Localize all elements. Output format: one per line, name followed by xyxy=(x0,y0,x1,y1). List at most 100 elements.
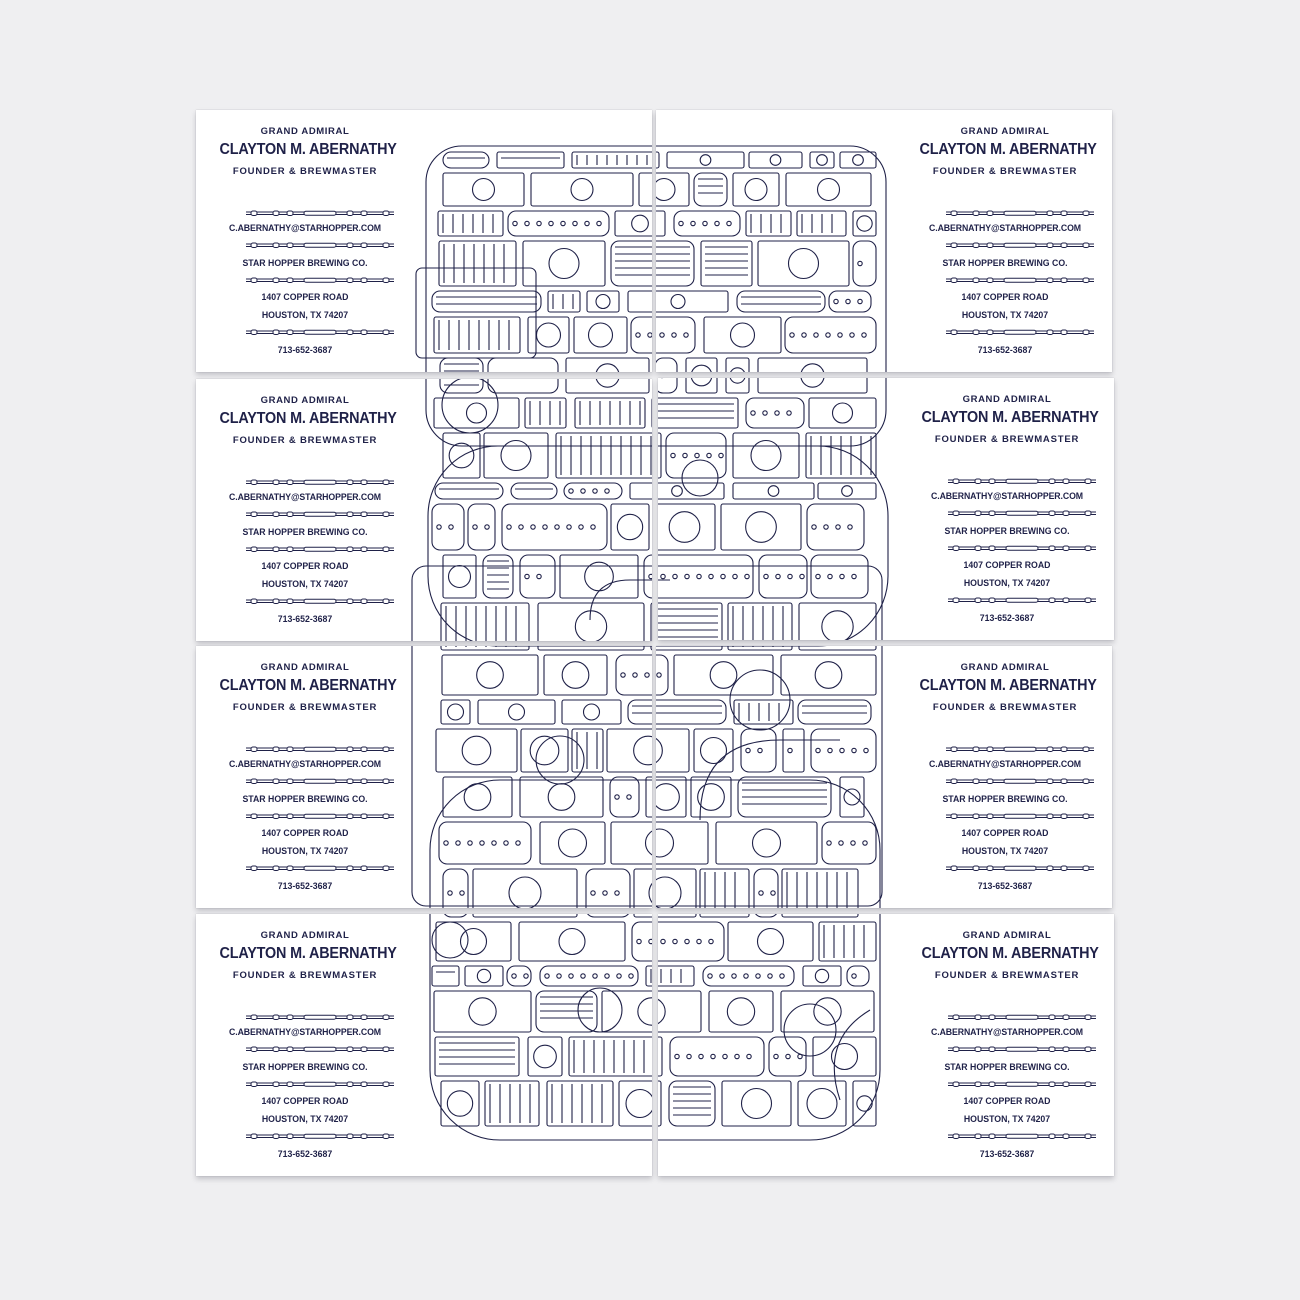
card-text-block: GRAND ADMIRAL CLAYTON M. ABERNATHY FOUND… xyxy=(210,379,400,641)
card-name: CLAYTON M. ABERNATHY xyxy=(219,410,397,427)
decorative-rule-icon xyxy=(948,478,1096,484)
decorative-rule-icon xyxy=(246,1014,394,1020)
decorative-rule-icon xyxy=(946,329,1094,335)
card-email: C.ABERNATHY@STARHOPPER.COM xyxy=(229,759,381,770)
card-phone: 713-652-3687 xyxy=(977,881,1033,892)
decorative-rule-icon xyxy=(246,546,394,552)
card-title: GRAND ADMIRAL xyxy=(260,930,350,941)
card-role: FOUNDER & BREWMASTER xyxy=(934,970,1080,981)
card-name: CLAYTON M. ABERNATHY xyxy=(219,141,397,158)
card-role: FOUNDER & BREWMASTER xyxy=(932,702,1078,713)
card-phone: 713-652-3687 xyxy=(979,613,1035,624)
card-name: CLAYTON M. ABERNATHY xyxy=(219,945,397,962)
business-card-right-1: GRAND ADMIRAL CLAYTON M. ABERNATHY FOUND… xyxy=(656,110,1112,372)
card-email: C.ABERNATHY@STARHOPPER.COM xyxy=(929,223,1081,234)
card-email: C.ABERNATHY@STARHOPPER.COM xyxy=(929,759,1081,770)
decorative-rule-icon xyxy=(246,511,394,517)
card-email: C.ABERNATHY@STARHOPPER.COM xyxy=(931,491,1083,502)
card-title: GRAND ADMIRAL xyxy=(962,930,1052,941)
decorative-rule-icon xyxy=(246,746,394,752)
card-company: STAR HOPPER BREWING CO. xyxy=(242,527,368,538)
card-city: HOUSTON, TX 74207 xyxy=(261,1114,349,1125)
card-title: GRAND ADMIRAL xyxy=(962,394,1052,405)
decorative-rule-icon xyxy=(948,510,1096,516)
card-name: CLAYTON M. ABERNATHY xyxy=(921,409,1099,426)
decorative-rule-icon xyxy=(946,813,1094,819)
card-text-block: GRAND ADMIRAL CLAYTON M. ABERNATHY FOUND… xyxy=(910,646,1100,908)
decorative-rule-icon xyxy=(948,1014,1096,1020)
card-company: STAR HOPPER BREWING CO. xyxy=(944,1062,1070,1073)
business-card-right-2: GRAND ADMIRAL CLAYTON M. ABERNATHY FOUND… xyxy=(658,378,1114,640)
card-title: GRAND ADMIRAL xyxy=(260,126,350,137)
decorative-rule-icon xyxy=(246,1046,394,1052)
decorative-rule-icon xyxy=(948,545,1096,551)
business-card-left-2: GRAND ADMIRAL CLAYTON M. ABERNATHY FOUND… xyxy=(196,379,652,641)
card-text-block: GRAND ADMIRAL CLAYTON M. ABERNATHY FOUND… xyxy=(910,110,1100,372)
card-name: CLAYTON M. ABERNATHY xyxy=(921,945,1099,962)
decorative-rule-icon xyxy=(948,1133,1096,1139)
card-city: HOUSTON, TX 74207 xyxy=(261,310,349,321)
card-city: HOUSTON, TX 74207 xyxy=(261,846,349,857)
decorative-rule-icon xyxy=(246,598,394,604)
card-company: STAR HOPPER BREWING CO. xyxy=(242,1062,368,1073)
card-street: 1407 COPPER ROAD xyxy=(961,828,1049,839)
decorative-rule-icon xyxy=(246,329,394,335)
card-role: FOUNDER & BREWMASTER xyxy=(232,970,378,981)
card-company: STAR HOPPER BREWING CO. xyxy=(942,794,1068,805)
card-city: HOUSTON, TX 74207 xyxy=(961,846,1049,857)
card-city: HOUSTON, TX 74207 xyxy=(963,578,1051,589)
card-title: GRAND ADMIRAL xyxy=(960,126,1050,137)
business-card-left-4: GRAND ADMIRAL CLAYTON M. ABERNATHY FOUND… xyxy=(196,914,652,1176)
card-street: 1407 COPPER ROAD xyxy=(963,1096,1051,1107)
card-text-block: GRAND ADMIRAL CLAYTON M. ABERNATHY FOUND… xyxy=(210,110,400,372)
decorative-rule-icon xyxy=(246,479,394,485)
card-role: FOUNDER & BREWMASTER xyxy=(232,435,378,446)
card-role: FOUNDER & BREWMASTER xyxy=(232,702,378,713)
decorative-rule-icon xyxy=(246,1133,394,1139)
decorative-rule-icon xyxy=(246,1081,394,1087)
card-phone: 713-652-3687 xyxy=(979,1149,1035,1160)
card-role: FOUNDER & BREWMASTER xyxy=(232,166,378,177)
card-phone: 713-652-3687 xyxy=(277,1149,333,1160)
decorative-rule-icon xyxy=(246,242,394,248)
card-company: STAR HOPPER BREWING CO. xyxy=(242,794,368,805)
business-card-right-3: GRAND ADMIRAL CLAYTON M. ABERNATHY FOUND… xyxy=(656,646,1112,908)
card-street: 1407 COPPER ROAD xyxy=(261,828,349,839)
card-role: FOUNDER & BREWMASTER xyxy=(934,434,1080,445)
card-title: GRAND ADMIRAL xyxy=(260,395,350,406)
card-title: GRAND ADMIRAL xyxy=(960,662,1050,673)
card-company: STAR HOPPER BREWING CO. xyxy=(942,258,1068,269)
decorative-rule-icon xyxy=(946,778,1094,784)
card-street: 1407 COPPER ROAD xyxy=(963,560,1051,571)
card-phone: 713-652-3687 xyxy=(277,614,333,625)
decorative-rule-icon xyxy=(246,277,394,283)
card-phone: 713-652-3687 xyxy=(977,345,1033,356)
decorative-rule-icon xyxy=(946,242,1094,248)
card-name: CLAYTON M. ABERNATHY xyxy=(919,677,1097,694)
business-card-left-1: GRAND ADMIRAL CLAYTON M. ABERNATHY FOUND… xyxy=(196,110,652,372)
card-street: 1407 COPPER ROAD xyxy=(261,292,349,303)
card-role: FOUNDER & BREWMASTER xyxy=(932,166,1078,177)
decorative-rule-icon xyxy=(246,865,394,871)
decorative-rule-icon xyxy=(946,277,1094,283)
business-card-right-4: GRAND ADMIRAL CLAYTON M. ABERNATHY FOUND… xyxy=(658,914,1114,1176)
card-text-block: GRAND ADMIRAL CLAYTON M. ABERNATHY FOUND… xyxy=(210,646,400,908)
card-street: 1407 COPPER ROAD xyxy=(961,292,1049,303)
business-card-left-3: GRAND ADMIRAL CLAYTON M. ABERNATHY FOUND… xyxy=(196,646,652,908)
card-city: HOUSTON, TX 74207 xyxy=(963,1114,1051,1125)
card-city: HOUSTON, TX 74207 xyxy=(961,310,1049,321)
card-street: 1407 COPPER ROAD xyxy=(261,1096,349,1107)
card-title: GRAND ADMIRAL xyxy=(260,662,350,673)
card-email: C.ABERNATHY@STARHOPPER.COM xyxy=(229,1027,381,1038)
card-phone: 713-652-3687 xyxy=(277,881,333,892)
card-email: C.ABERNATHY@STARHOPPER.COM xyxy=(229,492,381,503)
decorative-rule-icon xyxy=(246,813,394,819)
card-text-block: GRAND ADMIRAL CLAYTON M. ABERNATHY FOUND… xyxy=(912,378,1102,640)
card-street: 1407 COPPER ROAD xyxy=(261,561,349,572)
decorative-rule-icon xyxy=(246,778,394,784)
decorative-rule-icon xyxy=(946,210,1094,216)
decorative-rule-icon xyxy=(946,865,1094,871)
card-company: STAR HOPPER BREWING CO. xyxy=(242,258,368,269)
card-city: HOUSTON, TX 74207 xyxy=(261,579,349,590)
